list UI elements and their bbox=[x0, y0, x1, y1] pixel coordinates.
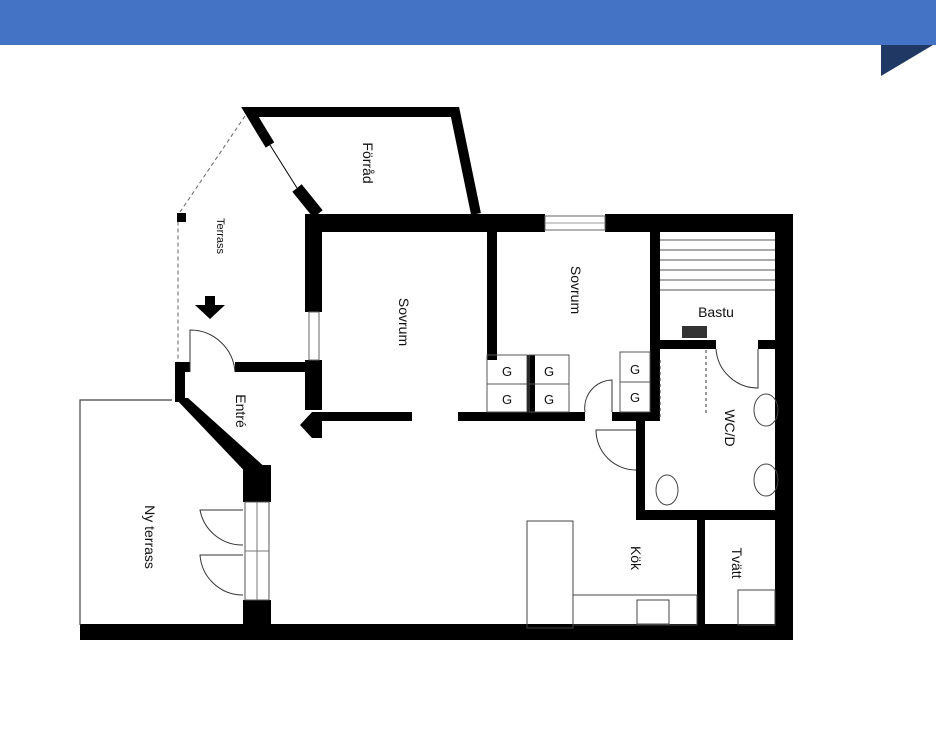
room-label-kok: Kök bbox=[628, 546, 644, 571]
sauna-benches bbox=[660, 239, 775, 291]
kitchen-island bbox=[526, 520, 574, 629]
sink bbox=[753, 393, 779, 427]
door-swing bbox=[199, 554, 244, 596]
terrace-post bbox=[177, 213, 186, 222]
walls bbox=[80, 214, 793, 640]
room-label-sovrum-2: Sovrum bbox=[568, 266, 584, 314]
shower-screen-outline bbox=[659, 350, 707, 418]
door-swings bbox=[189, 329, 759, 596]
storage-room-wall bbox=[241, 107, 481, 216]
storage-room-wall bbox=[292, 184, 323, 218]
door-swing bbox=[715, 348, 759, 389]
door-swing bbox=[199, 509, 244, 546]
room-label-entre: Entré bbox=[233, 394, 249, 428]
room-label-sovrum-1: Sovrum bbox=[396, 298, 412, 346]
door-swing bbox=[189, 329, 236, 373]
wardrobe-label: G bbox=[502, 392, 512, 407]
title-banner bbox=[0, 0, 936, 45]
kitchen-counter bbox=[572, 594, 698, 626]
wardrobe-label: G bbox=[630, 362, 640, 377]
sink bbox=[753, 463, 779, 497]
terrace-outline bbox=[177, 115, 246, 362]
storage-room-wall bbox=[257, 129, 275, 148]
door-swing bbox=[595, 429, 637, 471]
toilet bbox=[655, 474, 679, 506]
wardrobe-label: G bbox=[544, 364, 554, 379]
room-label-ny-terrass: Ny terrass bbox=[142, 505, 158, 569]
storage-room-door-line bbox=[269, 144, 298, 189]
wardrobe-label: G bbox=[544, 392, 554, 407]
door-swing bbox=[584, 379, 613, 413]
wardrobes bbox=[486, 351, 651, 413]
new-terrace-outline bbox=[79, 399, 172, 625]
banner-corner-fold bbox=[881, 45, 933, 76]
window bbox=[308, 311, 320, 361]
room-label-wcd: WC/D bbox=[722, 409, 738, 446]
wardrobe-label: G bbox=[502, 364, 512, 379]
room-label-tvatt: Tvätt bbox=[729, 547, 745, 578]
room-label-bastu: Bastu bbox=[698, 304, 734, 320]
washing-machine bbox=[737, 589, 776, 626]
wardrobe-label: G bbox=[630, 390, 640, 405]
sauna-heater bbox=[682, 326, 707, 338]
room-label-forrad: Förråd bbox=[360, 142, 376, 183]
room-label-terrass: Terrass bbox=[214, 218, 226, 255]
entrance-arrow-icon bbox=[195, 296, 225, 319]
kitchen-sink bbox=[636, 599, 670, 625]
